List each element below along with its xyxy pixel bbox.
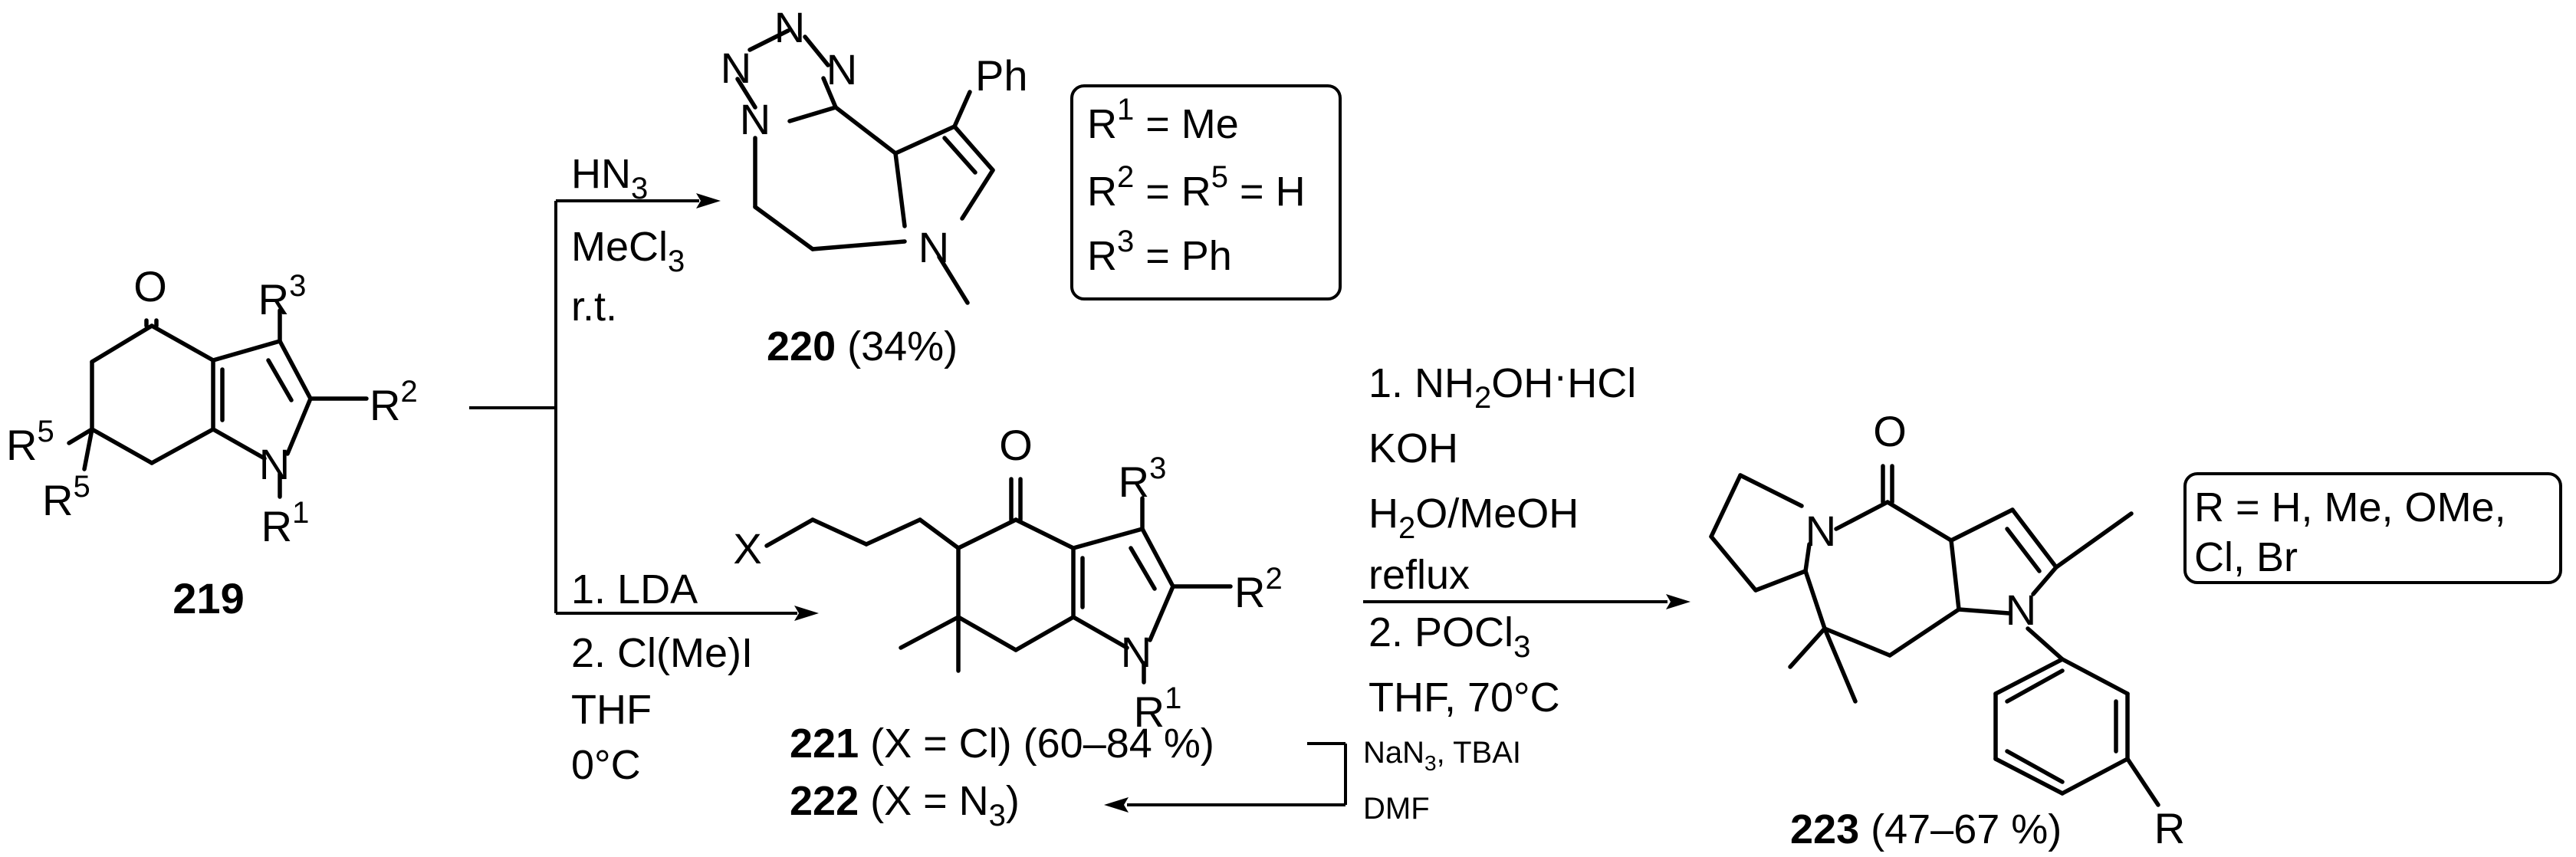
phenyl-220: Ph [975,51,1028,100]
tz-n3: N [721,44,751,92]
conditions-to-220: HN3 MeCl3 r.t. [571,151,685,330]
oxygen-219: O [133,262,167,310]
solvent-thf: THF [571,687,652,733]
label-222: 222 (X = N3) [790,778,1020,832]
r2-221: R2 [1234,562,1283,616]
compound-223: O N N R 223 (47–67 %) [1709,407,2185,852]
compound-220: N N N N N Ph 220 (34%) [721,3,1028,369]
solvent-h2o-meoh: H2O/MeOH [1368,491,1579,545]
box223-line-1: R = H, Me, OMe, [2194,484,2506,530]
r5a-219: R5 [6,415,54,469]
oxygen-221: O [999,421,1033,469]
reagent-hn3: HN3 [571,151,648,205]
nitrogen-219: N [259,440,290,488]
amide-nitrogen-223: N [1806,507,1836,555]
r2-219: R2 [370,375,418,429]
tz-n1: N [774,3,805,51]
reagent-koh: KOH [1368,425,1458,471]
reagent-clmei: 2. Cl(Me)I [571,630,753,676]
box-line-r1: R1 = Me [1087,93,1239,147]
pyrrole-n-220: N [918,223,949,271]
substituent-box-223: R = H, Me, OMe, Cl, Br [2183,472,2562,584]
label-221: 221 (X = Cl) (60–84 %) [790,721,1214,767]
label-220: 220 (34%) [767,323,958,369]
compound-number-219: 219 [172,574,244,622]
tz-n4: N [740,95,770,143]
nitrogen-221: N [1121,628,1152,676]
compound-219: O N R3 R2 R1 R5 R5 219 [6,262,418,622]
box-line-r2-r5: R2 = R5 = H [1087,160,1306,215]
reagent-nh2oh-hcl: 1. NH2OH·HCl [1368,353,1636,415]
x-group-221: X [733,524,761,573]
aryl-r-223: R [2154,804,2185,852]
condition-reflux: reflux [1368,552,1470,598]
reagent-lda: 1. LDA [571,566,698,612]
tz-n2: N [826,45,857,94]
solvent-dmf: DMF [1363,792,1430,826]
box223-line-2: Cl, Br [2194,534,2298,580]
solvent-thf-70c: THF, 70°C [1368,675,1560,721]
solvent-mecl3: MeCl3 [571,224,685,278]
arrow-to-223 [1363,594,1691,609]
label-223: 223 (47–67 %) [1790,806,2062,852]
substituent-box-220: R1 = Me R2 = R5 = H R3 = Ph [1070,84,1342,300]
branch-lines [469,193,819,621]
reagent-pocl3: 2. POCl3 [1368,609,1530,664]
arrow-221-to-222: NaN3, TBAI DMF [1104,736,1521,826]
temp-rt: r.t. [571,284,617,330]
conditions-to-223: 1. NH2OH·HCl KOH H2O/MeOH reflux 2. POCl… [1368,353,1636,721]
reagent-nan3-tbai: NaN3, TBAI [1363,736,1521,775]
compound-221: X O N R3 R2 R1 221 (X = Cl) (60–84 %) 22… [733,421,1282,832]
r3-221: R3 [1119,451,1167,506]
r1-219: R1 [261,496,310,550]
r1-221: R1 [1134,681,1182,736]
oxygen-223: O [1873,407,1907,455]
temp-0c: 0°C [571,742,641,788]
pyrrole-nitrogen-223: N [2006,586,2036,634]
conditions-to-221: 1. LDA 2. Cl(Me)I THF 0°C [571,566,753,788]
r3-219: R3 [258,269,307,323]
box-line-r3: R3 = Ph [1087,225,1232,279]
r5b-219: R5 [42,470,90,524]
